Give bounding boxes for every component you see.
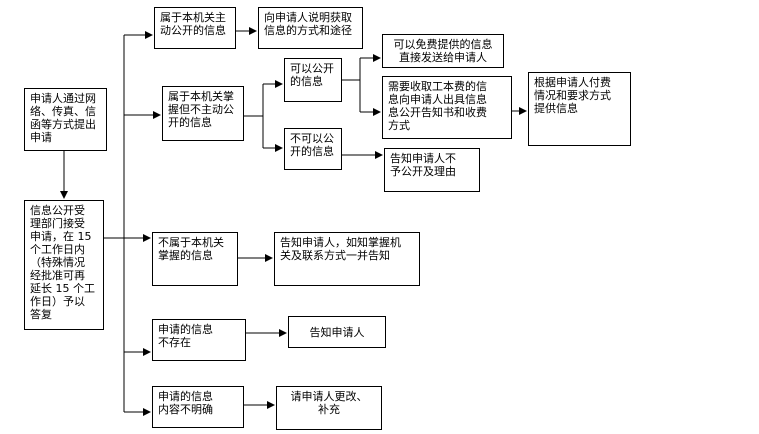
node-free-provide: 可以免费提供的信息 直接发送给申请人 bbox=[382, 34, 504, 68]
node-pay-provide: 根据申请人付费 情况和要求方式 提供信息 bbox=[528, 72, 631, 146]
node-notify-applicant: 告知申请人 bbox=[288, 316, 386, 348]
node-notify-reason: 告知申请人不 予公开及理由 bbox=[384, 148, 480, 192]
node-fee-required: 需要收取工本费的信 息向申请人出具信息 息公开告知书和收费 方式 bbox=[382, 76, 512, 139]
node-apply: 申请人通过网 络、传真、信 函等方式提出 申请 bbox=[24, 88, 107, 151]
node-not-exist: 申请的信息 不存在 bbox=[152, 319, 246, 361]
node-cannot-disclose: 不可以公 开的信息 bbox=[284, 128, 342, 170]
node-notify-other: 告知申请人，如知掌握机 关及联系方式一并告知 bbox=[274, 232, 420, 286]
node-held-not-active: 属于本机关掌 握但不主动公 开的信息 bbox=[162, 86, 244, 141]
node-active-disclosed: 属于本机关主 动公开的信息 bbox=[154, 7, 236, 49]
node-not-held: 不属于本机关 掌握的信息 bbox=[152, 232, 238, 286]
node-can-disclose: 可以公开 的信息 bbox=[284, 58, 342, 102]
node-ask-revise: 请申请人更改、 补充 bbox=[276, 386, 382, 430]
node-unclear: 申请的信息 内容不明确 bbox=[152, 386, 244, 428]
node-accept: 信息公开受 理部门接受 申请，在 15 个工作日内 （特殊情况 经批准可再 延长… bbox=[24, 200, 104, 330]
node-explain-channel: 向申请人说明获取 信息的方式和途径 bbox=[258, 7, 363, 49]
